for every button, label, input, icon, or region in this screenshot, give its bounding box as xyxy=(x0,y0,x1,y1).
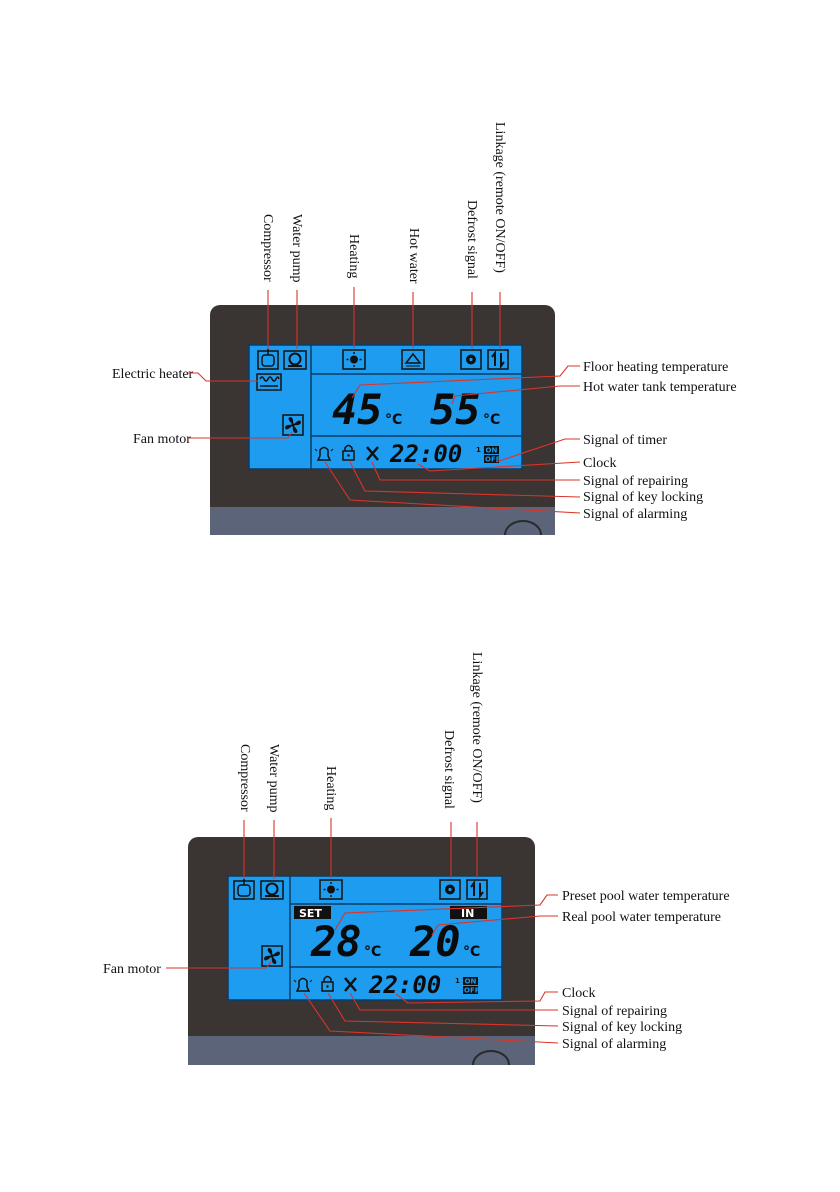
label-water-pump: Water pump xyxy=(266,744,281,812)
panel-1-timer-num: 1 2 xyxy=(476,446,488,454)
panel-2: SET IN 28 °C 20 °C 22:00 1 2 ON OFF Comp… xyxy=(103,652,730,1066)
lock-icon xyxy=(342,444,355,461)
label-fan-motor: Fan motor xyxy=(133,432,191,447)
label-electric-heater: Electric heater xyxy=(112,367,194,382)
water-pump-icon xyxy=(260,880,284,900)
panel-2-temp-preset: 28 xyxy=(310,917,362,966)
label-heating: Heating xyxy=(323,766,338,810)
label-repairing: Signal of repairing xyxy=(583,474,688,489)
panel-2-unit-1: °C xyxy=(364,944,381,960)
panel-2-set-badge: SET xyxy=(299,907,322,920)
alarm-icon xyxy=(293,977,313,992)
electric-heater-icon xyxy=(256,373,282,391)
fan-icon xyxy=(261,945,283,967)
label-linkage: Linkage (remote ON/OFF) xyxy=(492,122,507,273)
hot-water-icon xyxy=(401,349,425,370)
panel-2-clock: 22:00 xyxy=(368,971,441,999)
label-defrost: Defrost signal xyxy=(464,200,479,279)
label-floor-temp: Floor heating temperature xyxy=(583,360,728,375)
label-defrost: Defrost signal xyxy=(441,730,456,809)
linkage-icon xyxy=(466,879,488,900)
panel-2-timer-on: ON xyxy=(465,978,477,986)
panel-1-temp-floor: 45 xyxy=(332,385,383,434)
panel-2-temp-real: 20 xyxy=(409,917,461,966)
panel-1-timer-off: OFF xyxy=(485,456,501,464)
defrost-icon xyxy=(460,349,482,370)
panel-1-knob xyxy=(504,520,542,536)
label-real-temp: Real pool water temperature xyxy=(562,910,721,925)
panel-1: 45 °C 55 °C 22:00 1 2 ON OFF Compressor … xyxy=(112,122,737,536)
water-pump-icon xyxy=(283,350,307,370)
defrost-icon xyxy=(439,879,461,900)
panel-1-leader-lines xyxy=(188,287,581,514)
label-hot-water: Hot water xyxy=(406,228,421,284)
panel-2-button-strip xyxy=(188,1036,535,1065)
label-heating: Heating xyxy=(346,234,361,278)
panel-2-in-badge: IN xyxy=(461,907,474,920)
panel-1-unit-2: °C xyxy=(483,412,500,428)
label-key-locking: Signal of key locking xyxy=(583,490,703,505)
lock-icon xyxy=(321,975,334,992)
panel-1-unit-1: °C xyxy=(385,412,402,428)
repair-icon xyxy=(366,446,379,461)
panel-1-button-strip xyxy=(210,507,555,535)
label-alarming: Signal of alarming xyxy=(583,507,687,522)
label-water-pump: Water pump xyxy=(289,214,304,282)
label-repairing: Signal of repairing xyxy=(562,1004,667,1019)
panel-1-timer-on: ON xyxy=(486,447,498,455)
heating-icon xyxy=(342,349,366,370)
label-tank-temp: Hot water tank temperature xyxy=(583,380,737,395)
linkage-icon xyxy=(487,349,509,370)
label-timer: Signal of timer xyxy=(583,433,667,448)
panel-2-leader-lines xyxy=(166,818,559,1044)
alarm-icon xyxy=(314,446,334,461)
label-fan-motor: Fan motor xyxy=(103,962,161,977)
label-linkage: Linkage (remote ON/OFF) xyxy=(469,652,484,803)
repair-icon xyxy=(344,977,357,992)
panel-2-knob xyxy=(472,1050,510,1066)
panel-1-temp-tank: 55 xyxy=(430,385,481,434)
panel-2-unit-2: °C xyxy=(463,944,480,960)
label-alarming: Signal of alarming xyxy=(562,1037,666,1052)
label-compressor: Compressor xyxy=(237,744,252,812)
heating-icon xyxy=(319,879,343,900)
compressor-icon xyxy=(257,349,279,370)
label-preset-temp: Preset pool water temperature xyxy=(562,889,730,904)
label-clock: Clock xyxy=(583,456,616,471)
fan-icon xyxy=(282,414,304,436)
label-compressor: Compressor xyxy=(260,214,275,282)
label-key-locking: Signal of key locking xyxy=(562,1020,682,1035)
label-clock: Clock xyxy=(562,986,595,1001)
compressor-icon xyxy=(233,879,255,900)
panel-2-timer-off: OFF xyxy=(464,987,480,995)
panel-1-clock: 22:00 xyxy=(389,440,462,468)
panel-2-timer-num: 1 2 xyxy=(455,977,467,985)
